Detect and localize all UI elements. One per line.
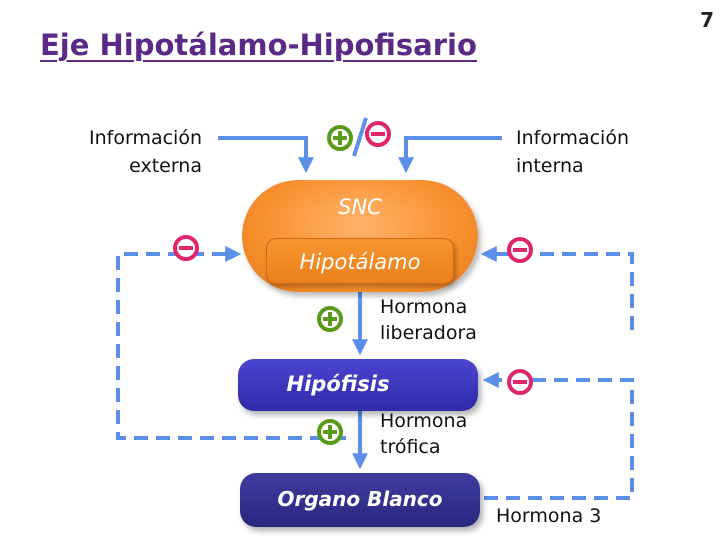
- arrow-info-externa: [218, 136, 314, 174]
- hormona-liberadora-label: Hormona liberadora: [380, 294, 477, 346]
- minus-icon: [365, 121, 391, 147]
- slash: [352, 117, 368, 157]
- hipotalamo-label: Hipotálamo: [299, 250, 421, 274]
- informacion-interna-line1: Información: [516, 127, 629, 149]
- informacion-interna-label: Información interna: [516, 124, 629, 180]
- organo-blanco-label: Organo Blanco: [277, 487, 443, 511]
- plus-icon: [317, 306, 343, 332]
- hipotalamo-box: [266, 238, 454, 284]
- plus-icon: [327, 125, 353, 151]
- hormona-liberadora-line1: Hormona: [380, 296, 468, 318]
- minus-icon: [507, 369, 533, 395]
- informacion-interna-line2: interna: [516, 155, 584, 177]
- hipofisis-label: Hipófisis: [286, 372, 390, 396]
- minus-icon: [507, 237, 533, 263]
- minus-icon: [173, 235, 199, 261]
- hormona-3-label: Hormona 3: [496, 505, 602, 527]
- hipofisis-box: [238, 359, 478, 411]
- informacion-externa-line1: Información: [89, 127, 202, 149]
- organo-blanco-box: [240, 473, 480, 527]
- informacion-externa-line2: externa: [129, 155, 202, 177]
- feedback-right-hipofisis: [482, 372, 634, 500]
- hormona-trofica-line1: Hormona: [380, 410, 468, 432]
- hormona-liberadora-line2: liberadora: [380, 322, 477, 344]
- hormona-trofica-line2: trófica: [380, 436, 441, 458]
- plus-icon: [317, 419, 343, 445]
- hormona-trofica-label: Hormona trófica: [380, 408, 467, 460]
- snc-label: SNC: [338, 195, 382, 219]
- arrow-info-interna: [398, 136, 502, 174]
- feedback-right-hipotalamo: [480, 246, 634, 330]
- slide-title: Eje Hipotálamo-Hipofisario: [40, 28, 477, 62]
- informacion-externa-label: Información externa: [89, 124, 202, 180]
- page-number: 7: [700, 8, 714, 32]
